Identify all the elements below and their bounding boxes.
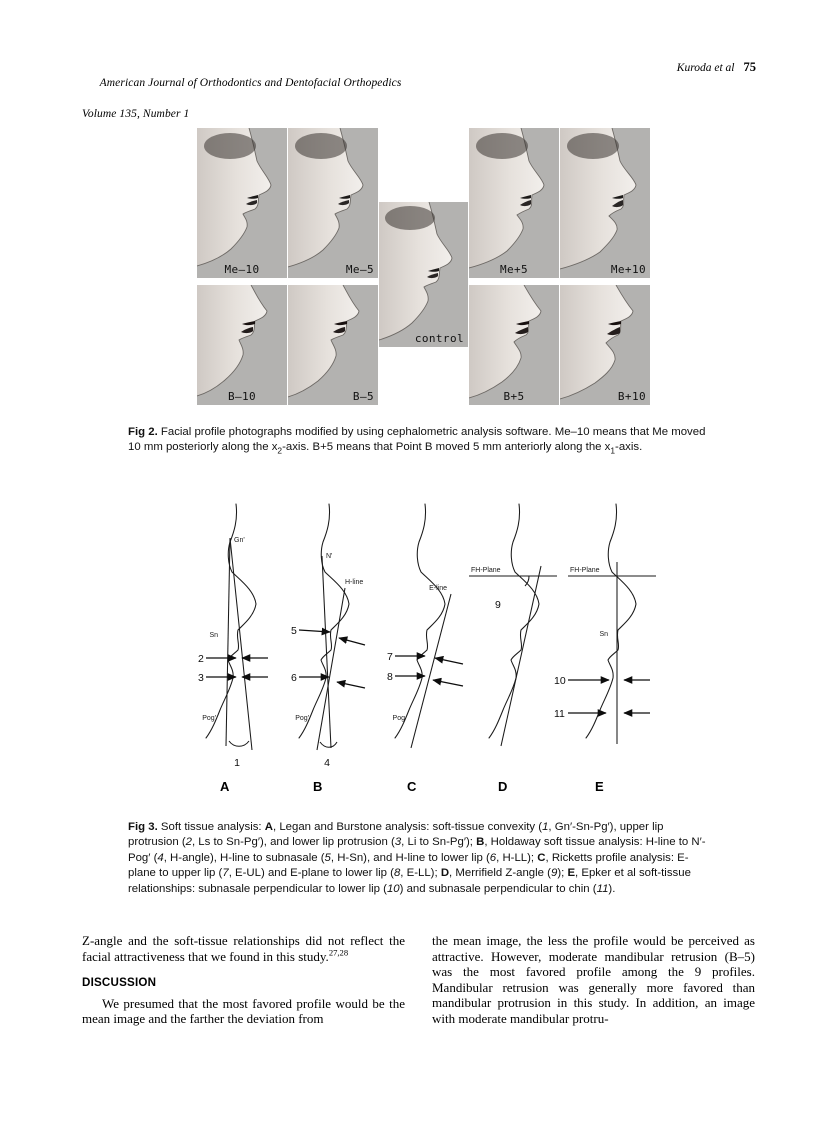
panel-c-landmark-e-line: E-line bbox=[429, 585, 447, 592]
paragraph-z-angle: Z-angle and the soft-tissue relationship… bbox=[82, 933, 405, 964]
panel-letter-c: C bbox=[407, 779, 417, 794]
panel-b-landmark-n: N' bbox=[326, 553, 332, 560]
panel-e-diagram: FH-Plane Sn 10 11 bbox=[554, 503, 656, 744]
panel-c-diagram: E-line Pog 7 8 bbox=[387, 503, 464, 749]
journal-title: American Journal of Orthodontics and Den… bbox=[99, 76, 402, 89]
photo-label: B–10 bbox=[227, 390, 257, 403]
journal-title-block: American Journal of Orthodontics and Den… bbox=[82, 60, 401, 153]
panel-b-marker-6: 6 bbox=[291, 672, 297, 684]
panel-letter-a: A bbox=[220, 779, 230, 794]
panel-letter-e: E bbox=[595, 779, 604, 794]
paragraph-discussion-cont: the mean image, the less the profile wou… bbox=[432, 933, 755, 1026]
figure-3-panel-letters: A B C D E bbox=[196, 779, 696, 799]
photo-me-minus-10: Me–10 bbox=[197, 128, 287, 278]
figure-3-diagram-row: .pl{fill:none;stroke:#1a1a1a;stroke-widt… bbox=[196, 498, 696, 808]
photo-me-plus-5: Me+5 bbox=[469, 128, 559, 278]
panel-e-landmark-sn: Sn bbox=[599, 631, 608, 638]
panel-b-marker-5: 5 bbox=[291, 625, 297, 637]
volume-line: Volume 135, Number 1 bbox=[82, 107, 190, 120]
figure-2-caption-sub-1: 2 bbox=[277, 445, 283, 456]
panel-e-landmark-fh-plane: FH-Plane bbox=[570, 567, 600, 574]
photo-label: Me–10 bbox=[224, 263, 260, 276]
photo-me-plus-10: Me+10 bbox=[560, 128, 650, 278]
photo-label: Me–5 bbox=[345, 263, 374, 276]
figure-2-caption-text-3: -axis. bbox=[615, 441, 643, 454]
photo-label: Me+5 bbox=[499, 263, 529, 276]
section-heading-discussion: DISCUSSION bbox=[82, 976, 157, 990]
figure-2-caption-text-1: Facial profile photographs modified by u… bbox=[128, 426, 706, 454]
body-column-right: the mean image, the less the profile wou… bbox=[432, 933, 755, 1027]
panel-d-diagram: FH-Plane 9 bbox=[469, 503, 557, 747]
panel-a-diagram: Gn' Sn Pog' 2 3 1 bbox=[198, 503, 268, 769]
photo-b-minus-10: B–10 bbox=[197, 285, 287, 405]
panel-b-landmark-h-line: H-line bbox=[345, 579, 363, 586]
figure-2-photo-grid: Me–10 Me–5 bbox=[197, 128, 650, 405]
panel-a-landmark-sn: Sn bbox=[209, 632, 218, 639]
panel-d-landmark-fh-plane: FH-Plane bbox=[471, 567, 501, 574]
panel-c-marker-7: 7 bbox=[387, 651, 393, 663]
facial-profile-image bbox=[197, 128, 287, 278]
figure-2-caption: Fig 2. Facial profile photographs modifi… bbox=[128, 425, 710, 459]
facial-profile-image bbox=[197, 285, 287, 405]
body-column-left: Z-angle and the soft-tissue relationship… bbox=[82, 933, 405, 1027]
panel-c-landmark-pog: Pog bbox=[393, 715, 406, 722]
facial-profile-image bbox=[379, 202, 468, 347]
panel-b-landmark-pog: Pog' bbox=[295, 715, 309, 722]
figure-3-caption-label: Fig 3. bbox=[128, 821, 158, 833]
panel-a-landmark-gn: Gn' bbox=[234, 537, 245, 544]
facial-profile-image bbox=[560, 128, 650, 278]
figure-2-caption-sub-2: 1 bbox=[610, 445, 616, 456]
photo-me-minus-5: Me–5 bbox=[288, 128, 378, 278]
photo-label: B+10 bbox=[617, 390, 646, 403]
photo-b-plus-10: B+10 bbox=[560, 285, 650, 405]
authors-running-head: Kuroda et al bbox=[676, 62, 735, 74]
running-head: American Journal of Orthodontics and Den… bbox=[82, 60, 756, 120]
panel-e-marker-11: 11 bbox=[554, 708, 565, 720]
panel-letter-b: B bbox=[313, 779, 323, 794]
photo-b-plus-5: B+5 bbox=[469, 285, 559, 405]
figure-3-caption-text: Soft tissue analysis: A, Legan and Burst… bbox=[128, 821, 706, 895]
photo-label: B–5 bbox=[352, 390, 374, 403]
running-head-right: Kuroda et al 75 bbox=[677, 60, 756, 75]
panel-b-diagram: N' H-line Pog' 5 6 4 bbox=[291, 503, 366, 769]
panel-c-marker-8: 8 bbox=[387, 671, 393, 683]
panel-e-marker-10: 10 bbox=[554, 675, 566, 687]
facial-profile-image bbox=[560, 285, 650, 405]
facial-profile-image bbox=[469, 128, 559, 278]
facial-profile-image bbox=[288, 128, 378, 278]
figure-2-caption-label: Fig 2. bbox=[128, 426, 158, 438]
panel-letter-d: D bbox=[498, 779, 508, 794]
panel-b-marker-4: 4 bbox=[324, 757, 330, 769]
photo-control: control bbox=[379, 202, 468, 347]
photo-b-minus-5: B–5 bbox=[288, 285, 378, 405]
photo-label: B+5 bbox=[503, 390, 525, 403]
page-number: 75 bbox=[743, 60, 757, 74]
panel-a-landmark-pog: Pog' bbox=[202, 715, 216, 722]
paragraph-discussion-start: We presumed that the most favored profil… bbox=[82, 995, 405, 1027]
panel-a-marker-1: 1 bbox=[234, 757, 240, 769]
photo-label: control bbox=[414, 332, 464, 345]
panel-a-marker-2: 2 bbox=[198, 653, 204, 665]
figure-3-caption: Fig 3. Soft tissue analysis: A, Legan an… bbox=[128, 820, 713, 897]
facial-profile-image bbox=[288, 285, 378, 405]
panel-a-marker-3: 3 bbox=[198, 672, 204, 684]
figure-2-caption-text-2: -axis. B+5 means that Point B moved 5 mm… bbox=[282, 441, 611, 454]
facial-profile-image bbox=[469, 285, 559, 405]
panel-d-marker-9: 9 bbox=[495, 599, 501, 611]
photo-label: Me+10 bbox=[610, 263, 646, 276]
figure-3-svg: .pl{fill:none;stroke:#1a1a1a;stroke-widt… bbox=[198, 503, 656, 769]
